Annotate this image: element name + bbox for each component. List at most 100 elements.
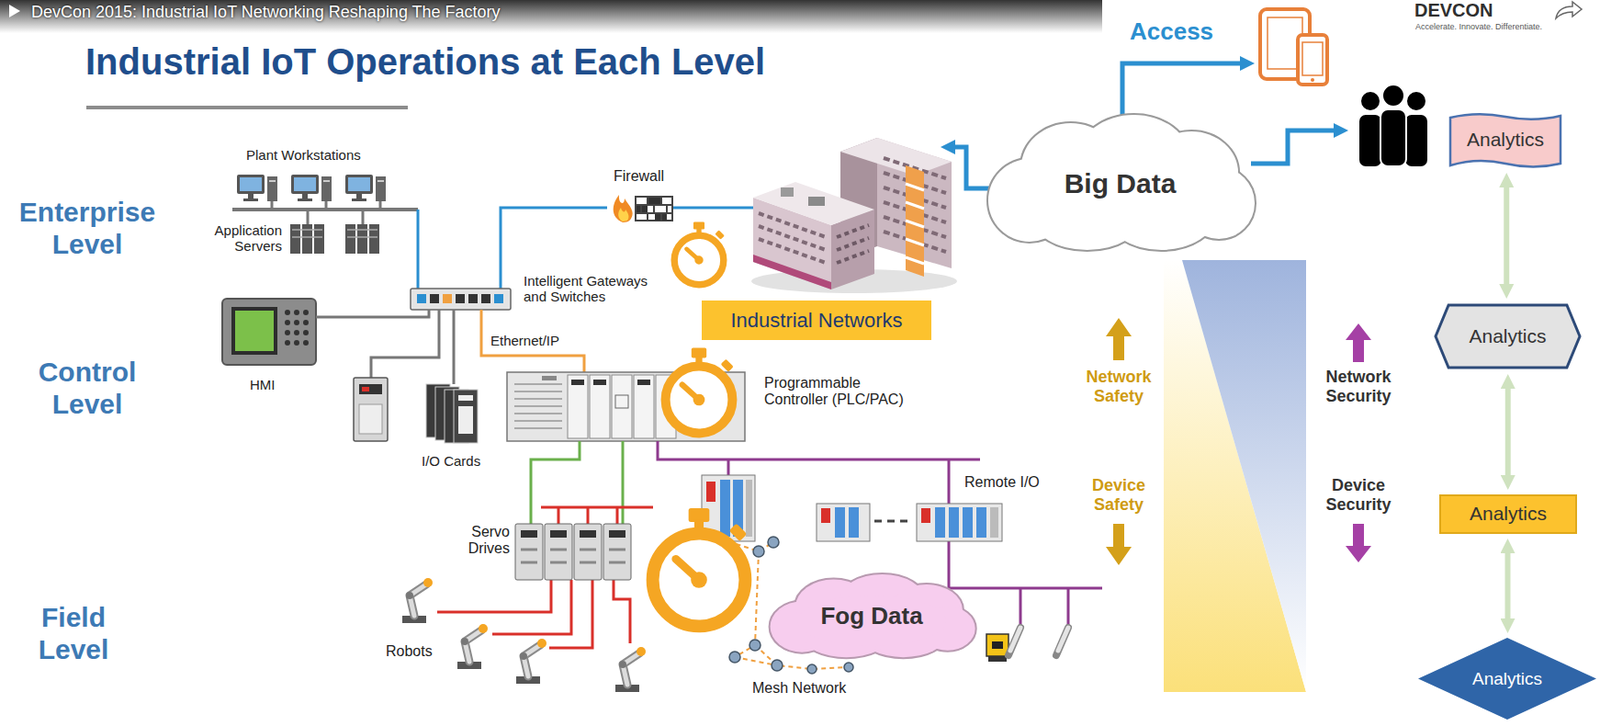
network-switch xyxy=(429,293,440,304)
factory-building xyxy=(905,183,924,264)
servo-drive xyxy=(608,529,626,538)
cloud-node-outline xyxy=(988,114,1255,250)
remote-io-module xyxy=(874,519,913,523)
hmi-panel xyxy=(284,339,291,346)
plc-rack xyxy=(593,379,607,385)
big-data-arrow xyxy=(1250,130,1334,164)
servo-drive xyxy=(603,523,631,580)
hmi-panel xyxy=(293,309,300,316)
analytics-arrow xyxy=(1503,187,1510,284)
node-text: Fog Data xyxy=(820,602,923,631)
remote-io-module xyxy=(921,507,931,523)
remote-io-module xyxy=(821,507,831,523)
drive-unit xyxy=(359,404,383,434)
hmi-panel xyxy=(235,310,274,351)
device-label: Remote I/O xyxy=(964,473,1040,491)
security-label: Device Security xyxy=(1313,475,1404,514)
mesh-sensor xyxy=(749,639,761,651)
mesh-sensor xyxy=(807,664,817,674)
hmi-panel xyxy=(303,309,309,316)
title-underline xyxy=(86,105,408,110)
stopwatch-icon xyxy=(674,221,725,284)
stopwatch-icon xyxy=(653,507,748,627)
network-switch xyxy=(468,293,478,304)
hmi-panel xyxy=(293,329,300,336)
ethernet-cable xyxy=(416,209,420,289)
network-switch xyxy=(494,293,504,304)
server-icon xyxy=(290,224,301,254)
firewall-icon xyxy=(613,194,633,223)
hmi-panel xyxy=(303,319,309,326)
share-icon xyxy=(1555,1,1582,19)
field-sensor xyxy=(986,627,1069,662)
node-text: Industrial Networks xyxy=(730,308,902,332)
video-header xyxy=(0,0,1103,34)
analytics-banner: Analytics xyxy=(1449,112,1562,169)
enterprise-bus xyxy=(232,209,418,225)
firewall-icon xyxy=(618,207,629,222)
plc-rack xyxy=(633,374,654,439)
robot-icon xyxy=(402,577,433,623)
drive-unit xyxy=(359,383,383,395)
robot-wire xyxy=(540,507,654,524)
mobile-devices xyxy=(1310,78,1315,82)
network-switch xyxy=(416,293,427,304)
cloud-node: Fog Data xyxy=(763,571,981,662)
control-wire xyxy=(315,309,454,384)
network-switch xyxy=(442,293,452,304)
safety-arrow xyxy=(1105,317,1132,361)
factory-building xyxy=(905,165,924,277)
remote-io-module xyxy=(848,507,859,538)
hmi-panel xyxy=(303,339,309,346)
robot-icon xyxy=(516,638,547,684)
remote-io-module xyxy=(706,481,716,502)
analytics-arrow xyxy=(1505,388,1511,475)
level-label: Enterprise Level xyxy=(9,196,166,260)
mobile-devices xyxy=(1260,9,1328,85)
hmi-panel xyxy=(231,306,278,355)
drive-unit xyxy=(361,386,370,392)
analytics-diamond: Analytics xyxy=(1418,637,1597,720)
drive-wire xyxy=(530,440,623,524)
firewall-icon xyxy=(648,197,661,205)
control-wire xyxy=(371,309,440,378)
analytics-hexagon-outline xyxy=(1435,304,1580,368)
network-switch xyxy=(410,288,511,310)
analytics-arrow xyxy=(1505,552,1511,619)
io-card-icon xyxy=(453,389,478,443)
big-data-arrow xyxy=(955,146,991,189)
fieldbus-wire xyxy=(948,540,1103,628)
cloud-node-outline xyxy=(770,574,976,657)
hmi-panel xyxy=(222,298,316,365)
device-label: HMI xyxy=(249,376,276,393)
server-icon xyxy=(357,224,368,254)
device-label: Programmable Controller (PLC/PAC) xyxy=(764,374,923,409)
network-switch xyxy=(410,288,511,310)
plc-rack xyxy=(615,394,629,408)
device-label: Servo Drives xyxy=(452,523,510,558)
robot-wire xyxy=(492,579,572,634)
device-label: Mesh Network xyxy=(752,679,846,697)
share-icon xyxy=(1555,1,1582,19)
mesh-sensor xyxy=(729,651,741,663)
control-wire xyxy=(315,309,429,317)
node-text: Analytics xyxy=(1468,325,1546,348)
plc-rack xyxy=(514,383,563,429)
firewall-icon xyxy=(635,196,673,221)
mobile-devices xyxy=(1297,34,1328,85)
plc-rack xyxy=(637,379,651,385)
security-arrow xyxy=(1345,323,1372,563)
hmi-panel xyxy=(293,319,300,326)
safety-security-band xyxy=(1163,259,1307,692)
servo-drive xyxy=(520,549,626,563)
drive-unit xyxy=(353,377,388,441)
access-label: Access xyxy=(1129,18,1214,46)
factory-building xyxy=(808,196,825,206)
factory-building xyxy=(753,254,832,290)
plc-rack xyxy=(541,375,557,381)
safety-arrow xyxy=(1105,317,1132,565)
control-wire xyxy=(452,309,456,384)
ethernet-cable xyxy=(673,206,755,210)
remote-io-module xyxy=(976,507,987,538)
